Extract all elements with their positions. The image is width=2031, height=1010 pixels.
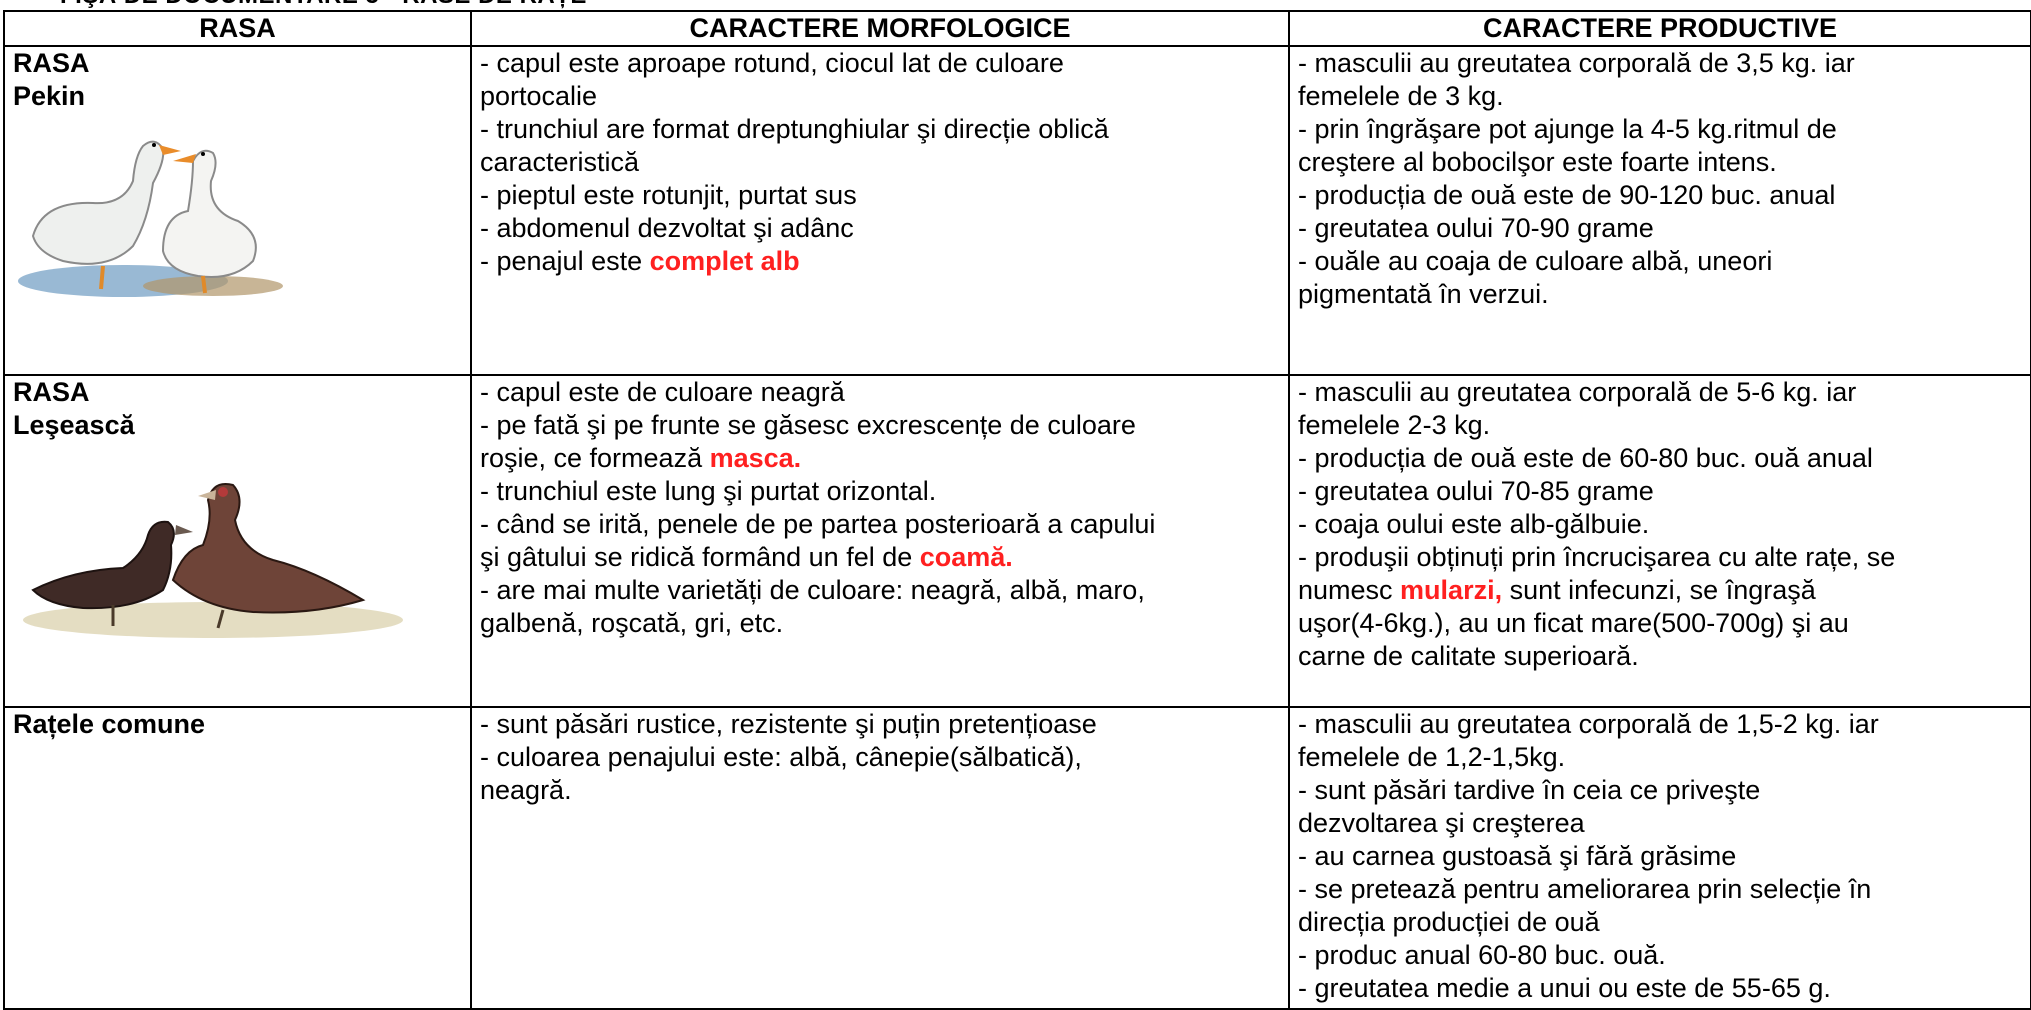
text-line: caracteristică [480, 147, 640, 177]
text-line: - ouăle au coaja de culoare albă, uneori [1298, 246, 1773, 276]
text-segment: sunt infecunzi, se îngraşă [1502, 575, 1816, 605]
text-line: - are mai multe varietăți de culoare: ne… [480, 575, 1145, 605]
morph-cell-pekin: - capul este aproape rotund, ciocul lat … [470, 45, 1290, 376]
text-line: - coaja oului este alb-gălbuie. [1298, 509, 1650, 539]
prod-cell-pekin: - masculii au greutatea corporală de 3,5… [1288, 45, 2031, 376]
breed-cell-ratele-comune: Rațele comune [3, 706, 472, 1010]
table-row: Rațele comune - sunt păsări rustice, rez… [3, 706, 2031, 1010]
text-line: - capul este aproape rotund, ciocul lat … [480, 48, 1064, 78]
text-line: - masculii au greutatea corporală de 3,5… [1298, 48, 1855, 78]
text-line: - pieptul este rotunjit, purtat sus [480, 180, 857, 210]
text-line: numesc mularzi, sunt infecunzi, se îngra… [1298, 574, 2022, 607]
text-line: - producția de ouă este de 90-120 buc. a… [1298, 180, 1836, 210]
text-line: şi gâtului se ridică formând un fel de c… [480, 541, 1280, 574]
text-segment: şi gâtului se ridică formând un fel de [480, 542, 920, 572]
pekin-duck-pair-illustration-icon [18, 140, 283, 297]
text-line: direcția producției de ouă [1298, 907, 1600, 937]
text-line: - când se irită, penele de pe partea pos… [480, 509, 1156, 539]
breed-label-prefix: RASA [13, 377, 90, 407]
prod-cell-ratele-comune: - masculii au greutatea corporală de 1,5… [1288, 706, 2031, 1010]
text-line: uşor(4-6kg.), au un ficat mare(500-700g)… [1298, 608, 1849, 638]
breed-cell-leseasca: RASA Leşească [3, 374, 472, 708]
text-line: - au carnea gustoasă şi fără grăsime [1298, 841, 1737, 871]
text-line: - produc anual 60-80 buc. ouă. [1298, 940, 1666, 970]
breed-label-prefix: RASA [13, 48, 90, 78]
breed-name: Rațele comune [13, 709, 206, 739]
table-row: RASA Pekin - capul este aproape rotund, … [3, 45, 2031, 376]
text-line: - producția de ouă este de 60-80 buc. ou… [1298, 443, 1873, 473]
text-line: - greutatea medie a unui ou este de 55-6… [1298, 973, 1831, 1003]
text-line: - greutatea oului 70-85 grame [1298, 476, 1654, 506]
text-line: - culoarea penajului este: albă, cânepie… [480, 742, 1082, 772]
text-segment: numesc [1298, 575, 1401, 605]
text-line: creştere al bobocilşor este foarte inten… [1298, 147, 1777, 177]
text-line: neagră. [480, 775, 572, 805]
table-row: RASA Leşească - capul este de culoare ne… [3, 374, 2031, 708]
text-line: - greutatea oului 70-90 grame [1298, 213, 1654, 243]
text-line: femelele 2-3 kg. [1298, 410, 1491, 440]
text-segment: - penajul este [480, 246, 650, 276]
text-line: - sunt păsări rustice, rezistente şi puț… [480, 709, 1097, 739]
breeds-table: RASA CARACTERE MORFOLOGICE CARACTERE PRO… [3, 10, 2031, 1010]
prod-cell-leseasca: - masculii au greutatea corporală de 5-6… [1288, 374, 2031, 708]
text-line: - trunchiul este lung şi purtat orizonta… [480, 476, 937, 506]
text-line: - sunt păsări tardive în ceia ce priveşt… [1298, 775, 1761, 805]
breed-name: Leşească [13, 410, 135, 440]
highlight-coama: coamă. [919, 542, 1013, 572]
text-line: carne de calitate superioară. [1298, 641, 1639, 671]
text-line: - prin îngrăşare pot ajunge la 4-5 kg.ri… [1298, 114, 1837, 144]
text-line: dezvoltarea şi creşterea [1298, 808, 1585, 838]
breed-name: Pekin [13, 81, 86, 111]
highlight-complet-alb: complet alb [649, 246, 800, 276]
text-line: - produşii obținuți prin încrucişarea cu… [1298, 542, 1896, 572]
morph-cell-leseasca: - capul este de culoare neagră - pe fată… [470, 374, 1290, 708]
page-title: FIŞĂ DE DOCUMENTARE 5 - RASE DE RAȚE [60, 0, 587, 10]
highlight-mularzi: mularzi, [1400, 575, 1503, 605]
text-segment: roşie, ce formează [480, 443, 710, 473]
text-line: portocalie [480, 81, 598, 111]
header-caractere-morfologice: CARACTERE MORFOLOGICE [470, 10, 1290, 47]
highlight-masca: masca. [709, 443, 802, 473]
text-line: - trunchiul are format dreptunghiular şi… [480, 114, 1109, 144]
text-line: - pe fată şi pe frunte se găsesc excresc… [480, 410, 1136, 440]
header-rasa: RASA [3, 10, 472, 47]
text-line: galbenă, roşcată, gri, etc. [480, 608, 784, 638]
table-header-row: RASA CARACTERE MORFOLOGICE CARACTERE PRO… [3, 10, 2031, 47]
text-line: pigmentată în verzui. [1298, 279, 1549, 309]
header-caractere-productive: CARACTERE PRODUCTIVE [1288, 10, 2031, 47]
text-line: - masculii au greutatea corporală de 5-6… [1298, 377, 1857, 407]
text-line: roşie, ce formează masca. [480, 442, 1280, 475]
text-line: femelele de 3 kg. [1298, 81, 1504, 111]
text-line: - masculii au greutatea corporală de 1,5… [1298, 709, 1879, 739]
muscovy-duck-pair-illustration-icon [23, 483, 403, 638]
breed-cell-pekin: RASA Pekin [3, 45, 472, 376]
text-line: - abdomenul dezvoltat şi adânc [480, 213, 854, 243]
morph-cell-ratele-comune: - sunt păsări rustice, rezistente şi puț… [470, 706, 1290, 1010]
text-line: femelele de 1,2-1,5kg. [1298, 742, 1566, 772]
text-line: - capul este de culoare neagră [480, 377, 845, 407]
text-line: - se pretează pentru ameliorarea prin se… [1298, 874, 1872, 904]
text-line: - penajul este complet alb [480, 245, 1280, 278]
